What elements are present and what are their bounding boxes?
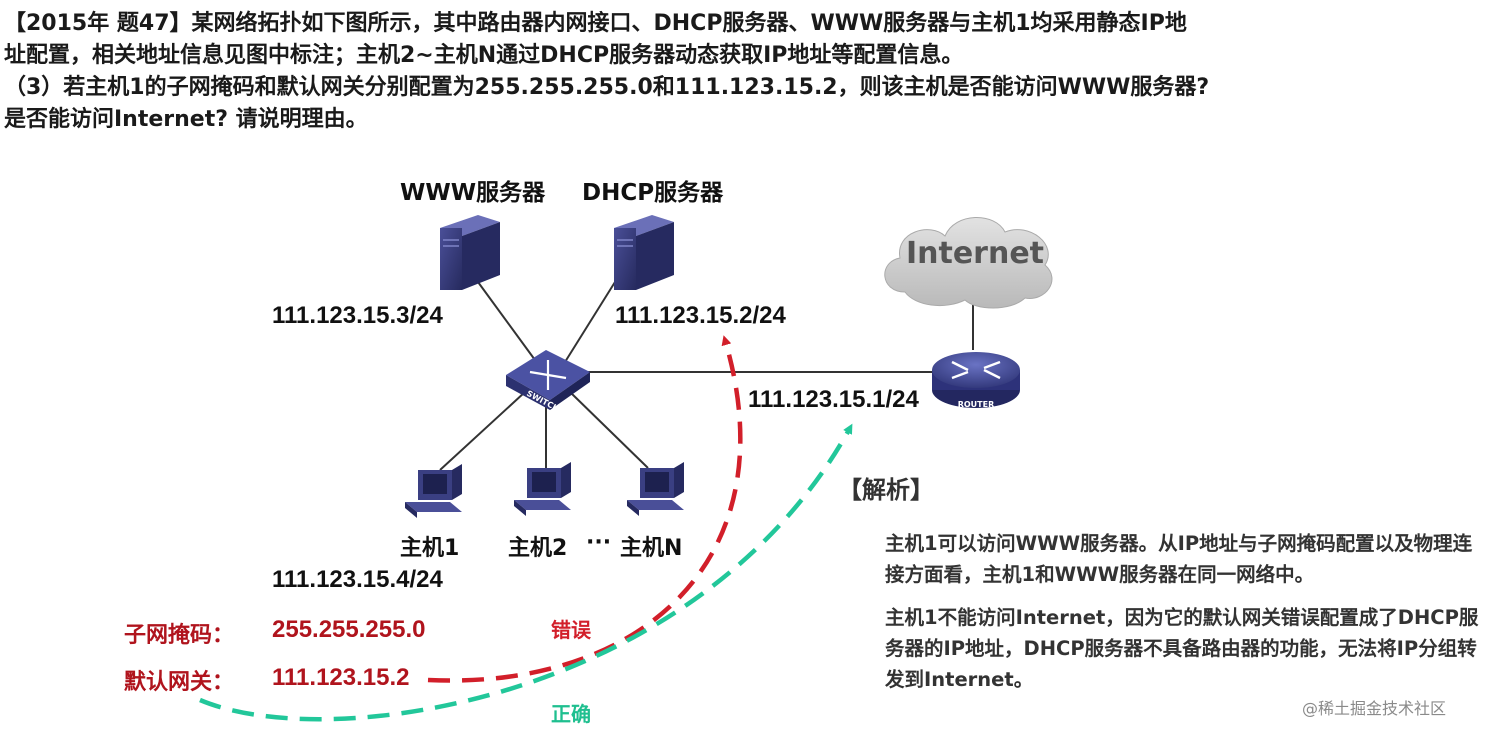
www-server-label: WWW服务器 bbox=[400, 180, 546, 206]
default-gateway-value: 111.123.15.2 bbox=[272, 664, 410, 691]
router-icon: ROUTER bbox=[932, 352, 1020, 409]
hostN-computer-icon bbox=[627, 462, 684, 516]
question-line-2: 址配置，相关地址信息见图中标注；主机2~主机N通过DHCP服务器动态获取IP地址… bbox=[4, 43, 964, 68]
analysis-title: 【解析】 bbox=[838, 476, 934, 504]
subnet-mask-value: 255.255.255.0 bbox=[272, 616, 426, 643]
analysis-paragraph-1: 主机1可以访问WWW服务器。从IP地址与子网掩码配置以及物理连接方面看，主机1和… bbox=[885, 532, 1473, 586]
www-server-ip: 111.123.15.3/24 bbox=[272, 302, 443, 329]
switch-icon: SWITCH bbox=[506, 350, 590, 413]
wrong-gateway-arrow bbox=[427, 335, 743, 683]
hostN-label: 主机N bbox=[620, 536, 683, 561]
ellipsis-text: ··· bbox=[586, 530, 612, 555]
link-switch-host1 bbox=[439, 391, 526, 471]
question-line-3: （3）若主机1的子网掩码和默认网关分别配置为255.255.255.0和111.… bbox=[4, 75, 1210, 100]
link-switch-hostN bbox=[569, 391, 649, 469]
host2-computer-icon bbox=[514, 462, 571, 516]
default-gateway-key: 默认网关： bbox=[124, 670, 235, 695]
link-dhcp-switch bbox=[564, 281, 616, 363]
network-links bbox=[439, 281, 974, 471]
router-label: ROUTER bbox=[958, 400, 995, 409]
internet-cloud-icon: Internet bbox=[884, 217, 1053, 309]
www-server-icon bbox=[440, 215, 500, 290]
question-line-1: 【2015年 题47】某网络拓扑如下图所示，其中路由器内网接口、DHCP服务器、… bbox=[4, 11, 1187, 36]
analysis-body: 主机1可以访问WWW服务器。从IP地址与子网掩码配置以及物理连接方面看，主机1和… bbox=[885, 528, 1485, 707]
internet-label: Internet bbox=[906, 236, 1044, 271]
host1-ip: 111.123.15.4/24 bbox=[272, 566, 443, 593]
link-www-switch bbox=[477, 281, 536, 361]
host1-computer-icon bbox=[405, 464, 462, 518]
host2-label: 主机2 bbox=[508, 536, 568, 561]
subnet-mask-key: 子网掩码： bbox=[124, 623, 235, 648]
host1-label: 主机1 bbox=[400, 536, 460, 561]
watermark: @稀土掘金技术社区 bbox=[1302, 699, 1447, 718]
analysis-paragraph-2: 主机1不能访问Internet，因为它的默认网关错误配置成了DHCP服务器的IP… bbox=[885, 606, 1479, 691]
wrong-label: 错误 bbox=[551, 618, 591, 642]
dhcp-server-ip: 111.123.15.2/24 bbox=[615, 302, 786, 329]
question-text: 【2015年 题47】某网络拓扑如下图所示，其中路由器内网接口、DHCP服务器、… bbox=[4, 8, 1324, 136]
correct-gateway-arrow bbox=[199, 423, 853, 722]
router-interface-ip: 111.123.15.1/24 bbox=[748, 386, 919, 413]
dhcp-server-label: DHCP服务器 bbox=[582, 180, 724, 206]
question-line-4: 是否能访问Internet? 请说明理由。 bbox=[4, 107, 368, 132]
correct-label: 正确 bbox=[551, 702, 591, 726]
dhcp-server-icon bbox=[614, 215, 674, 290]
